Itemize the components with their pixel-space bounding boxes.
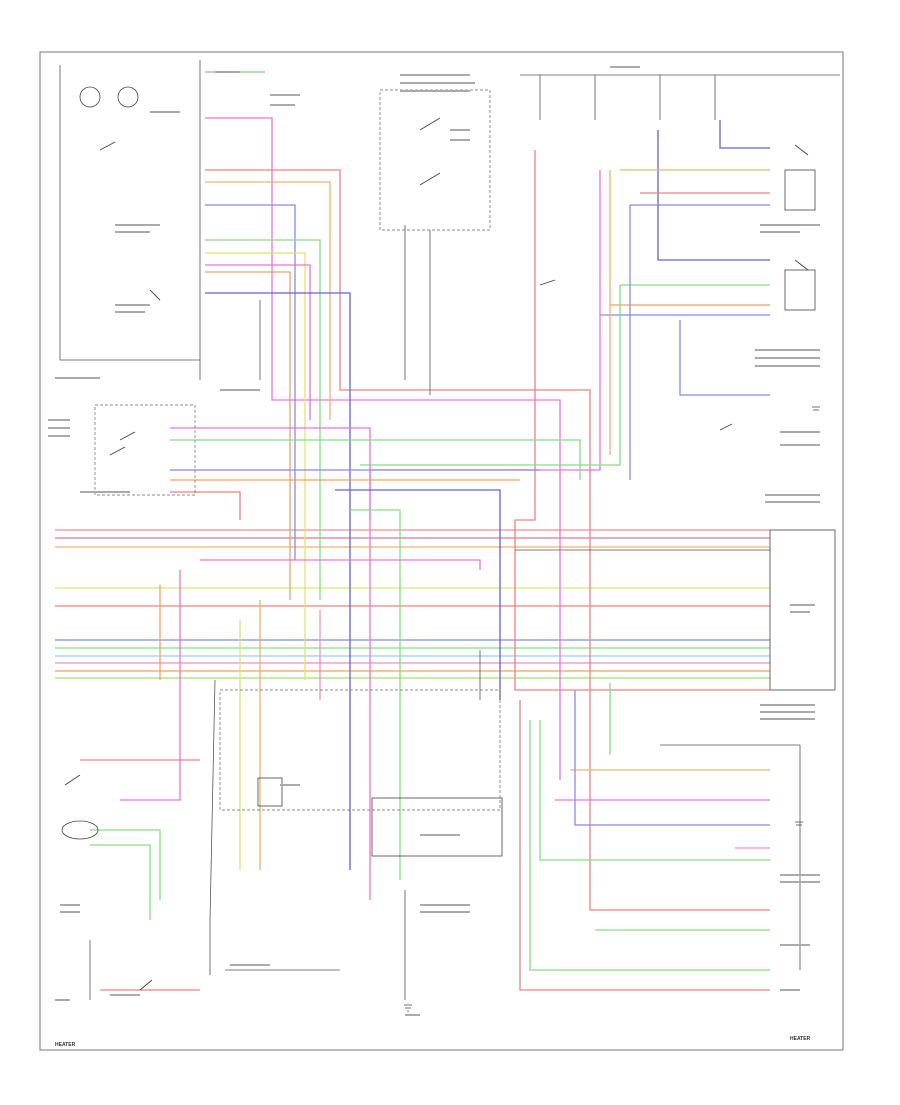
wire-green-br-2 (529, 720, 770, 971)
wire-green-mid (170, 439, 581, 480)
wire-yellow-top (205, 252, 306, 680)
connector-dashed-box (219, 689, 501, 811)
wire-blue-right-5 (679, 320, 770, 396)
ground-symbols (404, 406, 820, 1012)
wire-red-right (514, 150, 770, 691)
wire-pink-left (120, 570, 181, 801)
footer-left-label: HEATER (55, 1042, 76, 1048)
wire-green-ll (90, 829, 161, 900)
wire-blue-right (657, 130, 770, 261)
blower-relay-box (371, 797, 503, 857)
diagram-frame (39, 51, 844, 1051)
wire-group (55, 71, 770, 991)
ground-wiring (59, 60, 840, 1000)
small-label-marks (48, 66, 820, 1016)
switch-box-2 (784, 269, 816, 311)
wire-green-top (205, 239, 321, 600)
wire-pink-mid (170, 427, 371, 520)
wire-red-mid (170, 491, 241, 520)
gauge-icon-2 (117, 86, 139, 108)
wire-green-ll-2 (90, 844, 151, 920)
wire-blue-br (574, 690, 770, 826)
switch-symbols (64, 117, 809, 991)
wire-pink-top (205, 264, 311, 420)
wire-pink-right (369, 170, 601, 900)
wire-red-main (205, 169, 770, 911)
motor-icon (61, 820, 99, 840)
pressure-switch-dashed-box (379, 89, 491, 231)
wire-blue-top-2 (205, 292, 351, 870)
wire-magenta-main (205, 117, 561, 780)
wire-orange-top-2 (205, 271, 291, 600)
wire-blue-right-2 (719, 120, 770, 149)
resistor-box (257, 777, 283, 807)
wire-blue-mid-2 (335, 489, 501, 700)
gauge-icon-1 (79, 86, 101, 108)
wire-red-br (519, 700, 770, 991)
wire-pink-mid-2 (200, 559, 481, 570)
wire-green-right-v (360, 285, 621, 466)
wire-green-br (539, 720, 770, 861)
control-module-box (769, 529, 836, 691)
wire-green-mid-2 (350, 509, 401, 880)
footer-right-label: HEATER (790, 1036, 811, 1042)
switch-box-1 (784, 169, 816, 211)
wire-orange-top (205, 181, 331, 420)
wire-blue-top (205, 204, 296, 560)
relay-dashed-box (94, 404, 196, 496)
